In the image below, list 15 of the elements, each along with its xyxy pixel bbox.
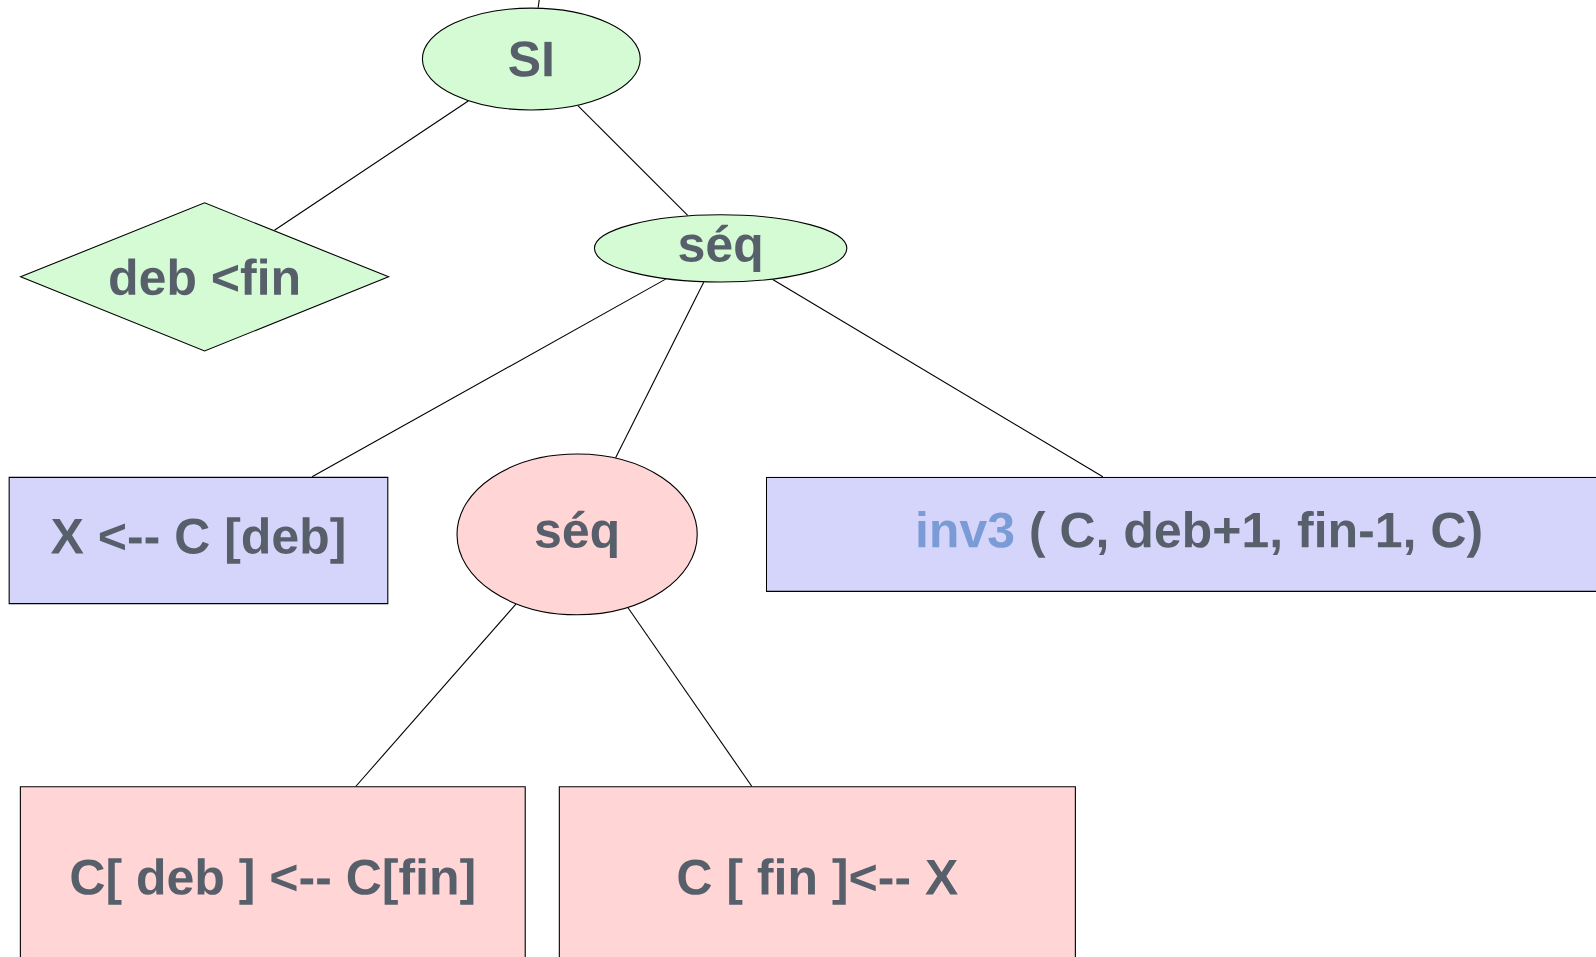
ellipse-node: séq bbox=[593, 214, 848, 283]
connector-line bbox=[311, 278, 667, 478]
connector-line bbox=[577, 105, 689, 216]
ellipse-node: séq bbox=[456, 453, 698, 616]
connector-line bbox=[615, 281, 705, 459]
connector-line bbox=[772, 278, 1104, 478]
connector-line bbox=[627, 607, 753, 787]
ellipse-node: SI bbox=[421, 7, 641, 111]
connector-line bbox=[537, 0, 540, 9]
process-box: X <-- C [deb] bbox=[8, 476, 389, 605]
process-box: C[ deb ] <-- C[fin] bbox=[19, 786, 526, 957]
connector-line bbox=[273, 100, 469, 231]
process-box: inv3 ( C, deb+1, fin-1, C) bbox=[765, 476, 1596, 592]
connector-line bbox=[355, 603, 517, 787]
process-box: C [ fin ]<-- X bbox=[558, 786, 1076, 957]
